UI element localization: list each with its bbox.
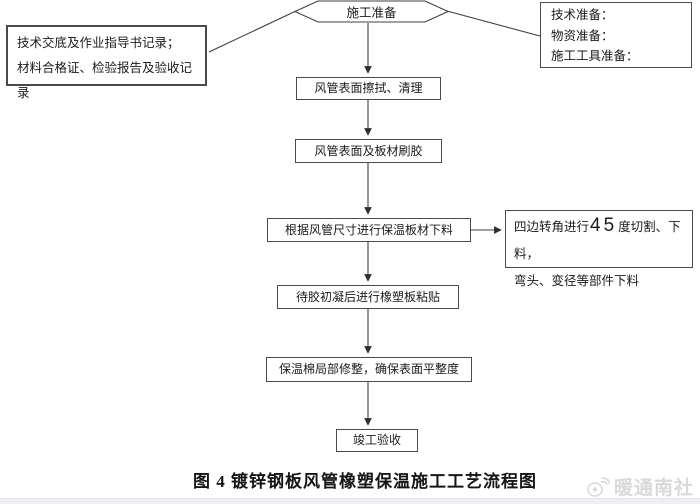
bottom-edge-strip <box>0 498 700 504</box>
preparation-note-line3: 施工工具准备： <box>551 49 639 63</box>
records-note-line1: 技术交底及作业指导书记录； <box>17 36 180 50</box>
step-clean-duct-surface: 风管表面擦拭、清理 <box>296 77 441 100</box>
branch-corner-cutting-box: 四边转角进行45度切割、下料， 弯头、变径等部件下料 <box>505 210 693 288</box>
step-paste-rubber-board: 待胶初凝后进行橡塑板粘贴 <box>277 285 459 309</box>
step-completion-acceptance: 竣工验收 <box>336 429 418 452</box>
branch-line2: 弯头、变径等部件下料 <box>514 274 640 288</box>
branch-line1: 四边转角进行45度切割、下料， <box>514 215 681 261</box>
figure-caption: 图 4 镀锌钢板风管橡塑保温施工工艺流程图 <box>193 472 537 491</box>
preparation-note-line1: 技术准备： <box>551 8 614 22</box>
records-note-line2: 材料合格证、检验报告及验收记录 <box>17 61 193 100</box>
preparation-note-line2: 物资准备： <box>551 28 614 43</box>
step-trim-surface: 保温棉局部修整，确保表面平整度 <box>266 357 472 382</box>
weibo-icon <box>587 476 610 497</box>
preparation-note-box: 技术准备： 物资准备： 施工工具准备： <box>540 2 692 68</box>
watermark-label: 暖通南社 <box>613 478 694 499</box>
watermark: 暖通南社 <box>586 473 694 500</box>
records-note-box: 技术交底及作业指导书记录； 材料合格证、检验报告及验收记录 <box>6 25 207 100</box>
step-cut-insulation-board: 根据风管尺寸进行保温板材下料 <box>267 218 471 242</box>
start-node-label: 施工准备 <box>346 6 397 20</box>
branch-45-number: 45 <box>590 215 618 236</box>
step-apply-glue: 风管表面及板材刷胶 <box>295 139 442 163</box>
